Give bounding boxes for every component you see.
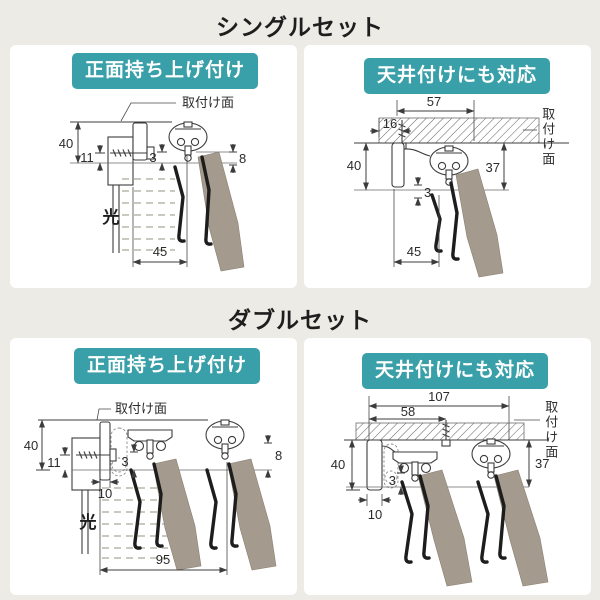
svg-text:40: 40 xyxy=(347,158,361,173)
dim-gap-3: 3 xyxy=(121,444,138,478)
dim-depth-95: 95 xyxy=(99,552,228,573)
dim-rail-height-37: 37 xyxy=(526,439,549,488)
svg-text:16: 16 xyxy=(383,116,397,131)
back-rail-icon xyxy=(471,438,511,479)
wall-bracket xyxy=(132,122,148,161)
curtain-fabric xyxy=(173,151,245,272)
svg-text:37: 37 xyxy=(486,160,500,175)
light-label: 光 xyxy=(79,512,97,532)
svg-text:8: 8 xyxy=(239,151,246,166)
ceiling-bracket xyxy=(391,142,405,188)
dim-screw-depth-58: 58 xyxy=(368,404,447,422)
svg-text:10: 10 xyxy=(368,507,382,522)
dim-screw-offset-11: 11 xyxy=(47,447,70,478)
svg-text:11: 11 xyxy=(47,455,61,470)
dim-height-40: 40 xyxy=(59,121,81,164)
dim-screw-offset-16: 16 xyxy=(370,116,411,137)
badge-ceiling-mount: 天井付けにも対応 xyxy=(362,353,549,389)
mount-surface-label: 取付け面 xyxy=(543,400,559,460)
dim-height-40: 40 xyxy=(24,419,50,471)
dim-depth-107: 107 xyxy=(368,389,510,440)
curtain-fabric-front xyxy=(129,458,202,571)
dim-depth-57: 57 xyxy=(396,94,475,141)
dim-screw-offset-11: 11 xyxy=(80,145,105,171)
dim-bracket-width-10: 10 xyxy=(91,474,119,501)
curtain-rail-icon xyxy=(168,121,208,162)
svg-text:40: 40 xyxy=(331,457,345,472)
svg-text:3: 3 xyxy=(424,185,431,200)
svg-text:取付け面: 取付け面 xyxy=(182,95,234,110)
svg-text:58: 58 xyxy=(401,404,415,419)
dim-gap-3: 3 xyxy=(149,144,167,171)
wall-bracket xyxy=(99,421,111,481)
front-rail-icon xyxy=(127,429,173,460)
panel-single-front-mount: 40 11 3 8 xyxy=(10,45,297,288)
svg-text:11: 11 xyxy=(80,150,94,165)
curtain-fabric-back xyxy=(476,469,549,587)
mount-surface-label: 取付け面 xyxy=(96,401,167,421)
dim-front-depth-45: 45 xyxy=(393,244,440,265)
mount-surface-label: 取付け面 xyxy=(120,95,234,122)
svg-text:3: 3 xyxy=(149,150,156,165)
bracket-phantom xyxy=(110,427,128,477)
svg-text:3: 3 xyxy=(389,473,396,488)
svg-text:3: 3 xyxy=(121,454,128,469)
svg-text:取付け面: 取付け面 xyxy=(115,401,167,416)
panel-double-ceiling-mount: 107 58 xyxy=(304,338,591,595)
dim-gap-3: 3 xyxy=(414,177,431,206)
single-ceiling-diagram: 57 16 xyxy=(347,94,569,278)
dim-gap-3: 3 xyxy=(389,465,405,495)
section-title-double-set: ダブルセット xyxy=(228,307,372,333)
bracket-phantom xyxy=(383,443,399,489)
light-rays xyxy=(122,178,175,251)
bracket-arm xyxy=(403,148,431,157)
svg-text:107: 107 xyxy=(428,389,450,404)
svg-text:95: 95 xyxy=(156,552,170,567)
curtain-fabric xyxy=(430,168,504,278)
svg-text:8: 8 xyxy=(275,448,282,463)
curtain-fabric-front xyxy=(400,469,473,587)
dim-drop-8: 8 xyxy=(229,144,246,173)
back-rail-icon xyxy=(205,419,245,460)
ceiling-bracket xyxy=(366,439,383,491)
badge-ceiling-mount: 天井付けにも対応 xyxy=(364,58,551,94)
svg-text:45: 45 xyxy=(407,244,421,259)
curtain-fabric-back xyxy=(205,458,277,571)
svg-text:37: 37 xyxy=(535,456,549,471)
svg-text:10: 10 xyxy=(98,486,112,501)
dim-height-40: 40 xyxy=(331,439,360,491)
dim-bracket-width-10: 10 xyxy=(358,494,391,522)
dim-rail-height-37: 37 xyxy=(486,142,507,191)
mount-surface-label: 取付け面 xyxy=(540,107,556,167)
dim-height-40: 40 xyxy=(347,142,369,191)
double-front-diagram: 40 11 3 8 xyxy=(24,401,282,575)
badge-front-mount: 正面持ち上げ付け xyxy=(72,53,259,89)
dim-depth-45: 45 xyxy=(132,244,188,265)
double-ceiling-diagram: 107 58 xyxy=(331,389,549,587)
svg-text:45: 45 xyxy=(153,244,167,259)
panel-double-front-mount: 40 11 3 8 xyxy=(10,338,297,595)
section-title-single-set: シングルセット xyxy=(216,14,384,40)
panel-single-ceiling-mount: 57 16 xyxy=(304,45,591,288)
screw-icon xyxy=(76,448,117,462)
screw-icon xyxy=(110,146,155,160)
svg-text:40: 40 xyxy=(59,136,73,151)
screw-icon xyxy=(441,420,451,447)
wall-section xyxy=(107,136,134,253)
light-label: 光 xyxy=(102,207,120,227)
single-front-diagram: 40 11 3 8 xyxy=(59,95,246,272)
svg-text:57: 57 xyxy=(427,94,441,109)
badge-front-mount: 正面持ち上げ付け xyxy=(74,348,261,384)
svg-text:40: 40 xyxy=(24,438,38,453)
dim-drop-8: 8 xyxy=(264,435,282,478)
